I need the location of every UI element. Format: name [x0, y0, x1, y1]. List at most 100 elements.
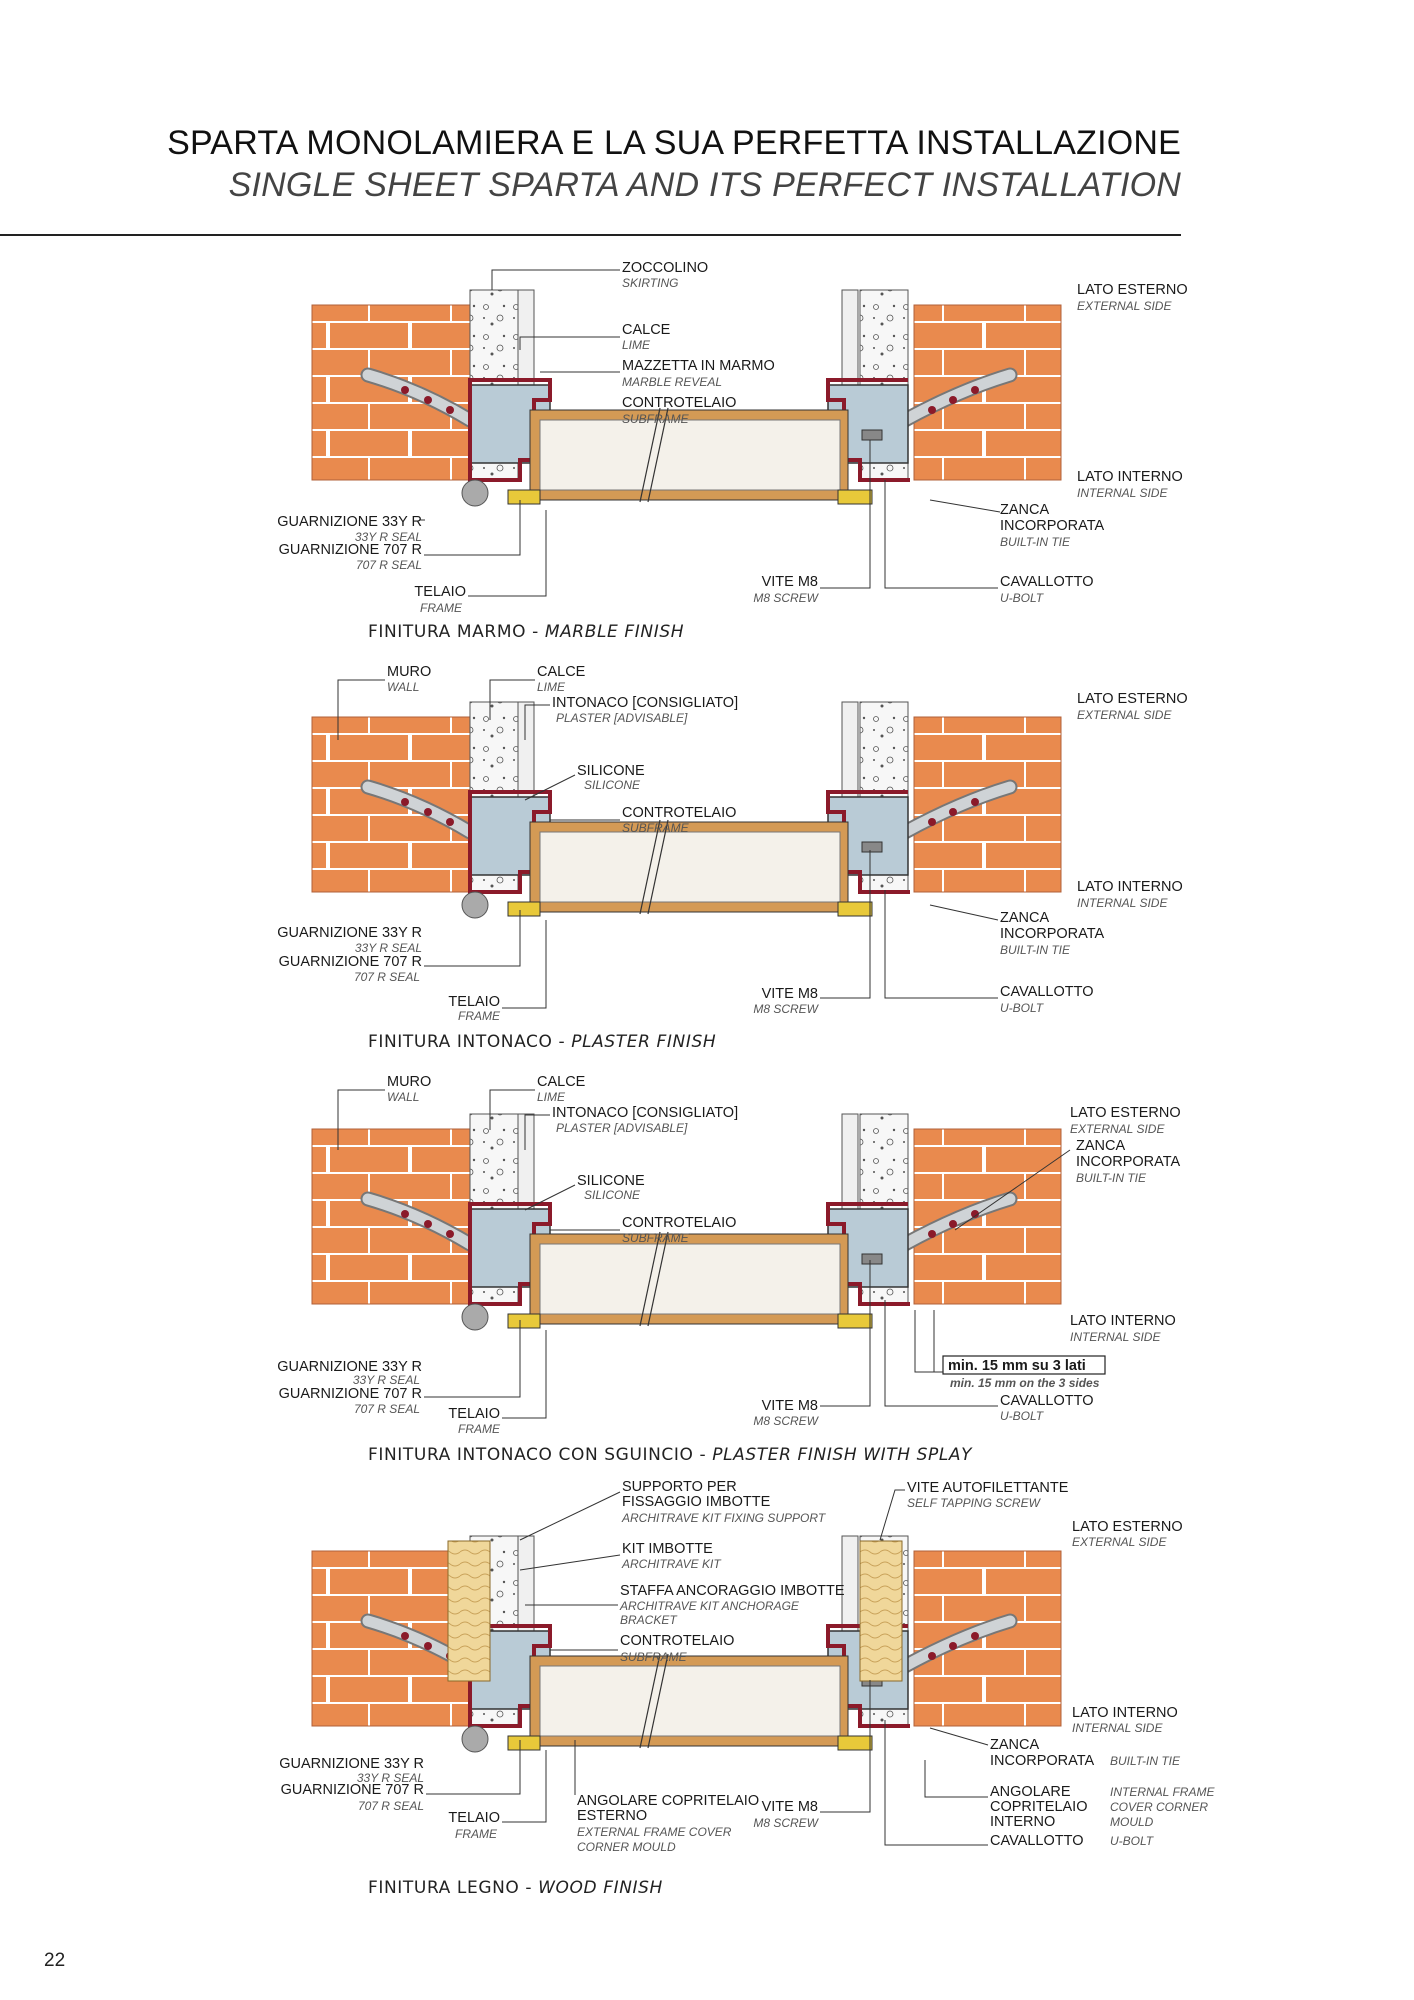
svg-text:ARCHITRAVE KIT FIXING SUPPORT: ARCHITRAVE KIT FIXING SUPPORT: [621, 1511, 827, 1525]
label-angolare-interno: ANGOLARE: [990, 1784, 1071, 1800]
svg-text:CORNER MOULD: CORNER MOULD: [577, 1840, 676, 1854]
svg-text:INTERNAL SIDE: INTERNAL SIDE: [1072, 1721, 1163, 1735]
svg-text:INCORPORATA: INCORPORATA: [990, 1753, 1095, 1769]
svg-text:LIME: LIME: [537, 680, 566, 694]
svg-text:INTERNAL FRAME: INTERNAL FRAME: [1110, 1785, 1215, 1799]
svg-text:EXTERNAL SIDE: EXTERNAL SIDE: [1072, 1535, 1167, 1549]
label-guarnizione-707: GUARNIZIONE 707 R: [279, 542, 422, 558]
svg-text:min. 15 mm on the 3 sides: min. 15 mm on the 3 sides: [950, 1376, 1100, 1390]
svg-text:33Y R SEAL: 33Y R SEAL: [355, 530, 422, 544]
svg-text:FRAME: FRAME: [455, 1827, 498, 1841]
svg-text:FRAME: FRAME: [458, 1009, 501, 1023]
label-calce: CALCE: [537, 664, 586, 680]
label-lato-interno: LATO INTERNO: [1077, 879, 1183, 895]
section-4-drawing: [312, 1536, 1061, 1752]
label-lato-esterno: LATO ESTERNO: [1077, 691, 1188, 707]
svg-text:SILICONE: SILICONE: [584, 778, 641, 792]
svg-text:SUBFRAME: SUBFRAME: [622, 412, 690, 426]
svg-text:BRACKET: BRACKET: [620, 1613, 678, 1627]
label-controtelaio: CONTROTELAIO: [622, 395, 736, 411]
page-subtitle: SINGLE SHEET SPARTA AND ITS PERFECT INST…: [228, 166, 1181, 204]
label-zanca: ZANCA: [1000, 502, 1049, 518]
section-1-labels: ZOCCOLINO SKIRTING CALCE LIME MAZZETTA I…: [277, 260, 1187, 642]
svg-text:INCORPORATA: INCORPORATA: [1000, 518, 1105, 534]
label-silicone: SILICONE: [577, 763, 645, 779]
svg-text:INCORPORATA: INCORPORATA: [1000, 926, 1105, 942]
svg-text:EXTERNAL SIDE: EXTERNAL SIDE: [1070, 1122, 1165, 1136]
label-intonaco: INTONACO [CONSIGLIATO]: [552, 695, 738, 711]
section-3-caption: FINITURA INTONACO CON SGUINCIO - PLASTER…: [368, 1445, 973, 1465]
svg-text:M8 SCREW: M8 SCREW: [753, 1414, 819, 1428]
label-min-distance: min. 15 mm su 3 lati: [948, 1358, 1086, 1374]
svg-text:INTERNAL SIDE: INTERNAL SIDE: [1077, 486, 1168, 500]
page-title: SPARTA MONOLAMIERA E LA SUA PERFETTA INS…: [167, 124, 1181, 162]
svg-text:LIME: LIME: [537, 1090, 566, 1104]
svg-text:INTERNAL SIDE: INTERNAL SIDE: [1077, 896, 1168, 910]
label-intonaco: INTONACO [CONSIGLIATO]: [552, 1105, 738, 1121]
label-telaio: TELAIO: [448, 1406, 500, 1422]
svg-text:EXTERNAL SIDE: EXTERNAL SIDE: [1077, 299, 1172, 313]
svg-text:707 R SEAL: 707 R SEAL: [356, 558, 422, 572]
svg-text:U-BOLT: U-BOLT: [1110, 1834, 1155, 1848]
label-guarnizione-707: GUARNIZIONE 707 R: [279, 954, 422, 970]
min-distance-box: [942, 1355, 1106, 1375]
label-guarnizione-33y: GUARNIZIONE 33Y R: [277, 1359, 422, 1375]
label-zanca: ZANCA: [990, 1737, 1039, 1753]
svg-text:FRAME: FRAME: [420, 601, 463, 615]
label-cavallotto: CAVALLOTTO: [1000, 574, 1093, 590]
label-telaio: TELAIO: [414, 584, 466, 600]
svg-text:SILICONE: SILICONE: [584, 1188, 641, 1202]
label-controtelaio: CONTROTELAIO: [622, 805, 736, 821]
label-calce: CALCE: [537, 1074, 586, 1090]
label-zoccolino: ZOCCOLINO: [622, 260, 708, 276]
label-lato-esterno: LATO ESTERNO: [1077, 282, 1188, 298]
label-staffa: STAFFA ANCORAGGIO IMBOTTE: [620, 1583, 845, 1599]
label-calce: CALCE: [622, 322, 671, 338]
svg-text:COVER CORNER: COVER CORNER: [1110, 1800, 1208, 1814]
svg-text:PLASTER [ADVISABLE]: PLASTER [ADVISABLE]: [556, 711, 688, 725]
label-telaio: TELAIO: [448, 994, 500, 1010]
svg-text:SELF TAPPING SCREW: SELF TAPPING SCREW: [907, 1496, 1042, 1510]
svg-text:EXTERNAL FRAME COVER: EXTERNAL FRAME COVER: [577, 1825, 732, 1839]
svg-text:MARBLE REVEAL: MARBLE REVEAL: [622, 375, 722, 389]
label-supporto: SUPPORTO PER: [622, 1479, 737, 1495]
label-lato-esterno: LATO ESTERNO: [1070, 1105, 1181, 1121]
section-2-labels: MURO WALL CALCE LIME INTONACO [CONSIGLIA…: [277, 664, 1187, 1052]
section-1-caption: FINITURA MARMO - MARBLE FINISH: [368, 622, 684, 642]
label-guarnizione-707: GUARNIZIONE 707 R: [279, 1386, 422, 1402]
svg-text:SKIRTING: SKIRTING: [622, 276, 678, 290]
svg-text:33Y R SEAL: 33Y R SEAL: [357, 1771, 424, 1785]
label-lato-interno: LATO INTERNO: [1077, 469, 1183, 485]
section-4-labels: SUPPORTO PER FISSAGGIO IMBOTTE ARCHITRAV…: [279, 1479, 1215, 1898]
label-cavallotto: CAVALLOTTO: [1000, 1393, 1093, 1409]
section-4-caption: FINITURA LEGNO - WOOD FINISH: [368, 1878, 663, 1898]
svg-text:BUILT-IN TIE: BUILT-IN TIE: [1110, 1754, 1181, 1768]
label-controtelaio: CONTROTELAIO: [620, 1633, 734, 1649]
svg-text:COPRITELAIO: COPRITELAIO: [990, 1799, 1088, 1815]
label-guarnizione-33y: GUARNIZIONE 33Y R: [277, 925, 422, 941]
label-angolare-esterno: ANGOLARE COPRITELAIO: [577, 1793, 759, 1809]
svg-text:SUBFRAME: SUBFRAME: [622, 1231, 690, 1245]
svg-text:INTERNAL SIDE: INTERNAL SIDE: [1070, 1330, 1161, 1344]
label-kit-imbotte: KIT IMBOTTE: [622, 1541, 713, 1557]
label-vite-m8: VITE M8: [762, 574, 818, 590]
svg-text:MOULD: MOULD: [1110, 1815, 1154, 1829]
label-muro: MURO: [387, 1074, 431, 1090]
svg-text:BUILT-IN TIE: BUILT-IN TIE: [1000, 943, 1071, 957]
svg-text:SUBFRAME: SUBFRAME: [620, 1650, 688, 1664]
svg-text:BUILT-IN TIE: BUILT-IN TIE: [1000, 535, 1071, 549]
label-silicone: SILICONE: [577, 1173, 645, 1189]
label-muro: MURO: [387, 664, 431, 680]
svg-text:INTERNO: INTERNO: [990, 1814, 1055, 1830]
svg-text:WALL: WALL: [387, 1090, 419, 1104]
svg-text:SUBFRAME: SUBFRAME: [622, 821, 690, 835]
svg-text:M8 SCREW: M8 SCREW: [753, 1002, 819, 1016]
section-2-caption: FINITURA INTONACO - PLASTER FINISH: [368, 1032, 716, 1052]
svg-text:M8 SCREW: M8 SCREW: [753, 1816, 819, 1830]
label-cavallotto: CAVALLOTTO: [990, 1833, 1083, 1849]
svg-text:33Y R SEAL: 33Y R SEAL: [355, 941, 422, 955]
svg-text:BUILT-IN TIE: BUILT-IN TIE: [1076, 1171, 1147, 1185]
svg-text:U-BOLT: U-BOLT: [1000, 1001, 1045, 1015]
svg-text:707 R SEAL: 707 R SEAL: [354, 1402, 420, 1416]
